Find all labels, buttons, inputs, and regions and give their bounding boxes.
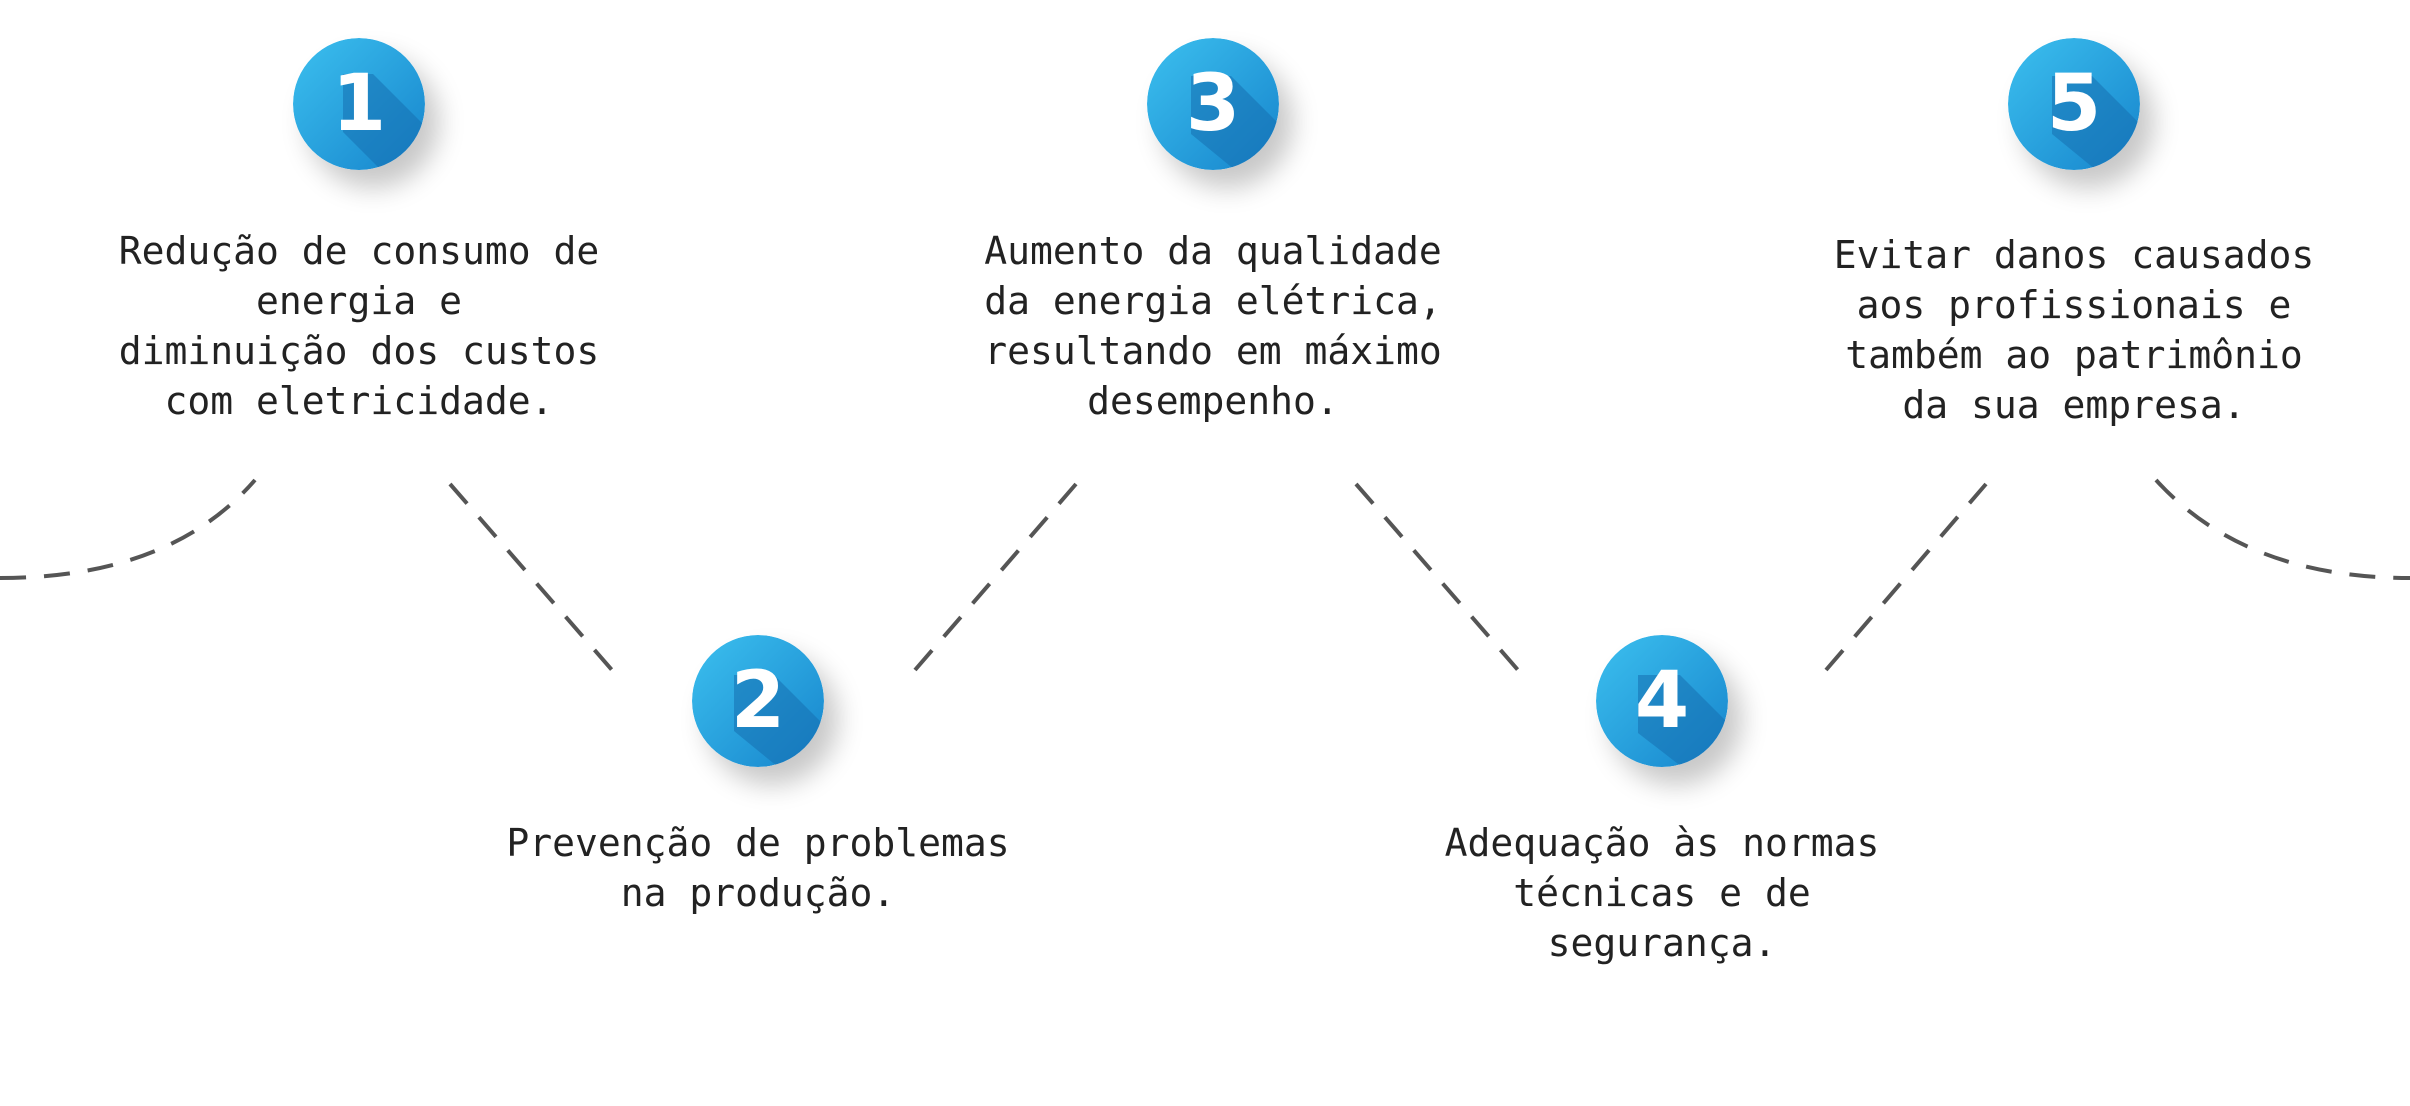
connector-left-edge xyxy=(0,478,257,580)
connector-2-3 xyxy=(913,482,1078,672)
step-number-4: 4 xyxy=(1634,656,1690,746)
step-number-3: 3 xyxy=(1185,59,1241,149)
step-text-5: Evitar danos causados aos profissionais … xyxy=(1833,233,2315,427)
connector-4-5 xyxy=(1824,482,1988,672)
step-number-5: 5 xyxy=(2046,59,2102,149)
step-text-3: Aumento da qualidade da energia elétrica… xyxy=(984,229,1442,423)
step-badge-4: 4 xyxy=(1596,635,1728,767)
step-badge-3: 3 xyxy=(1147,38,1279,170)
step-number-2: 2 xyxy=(730,656,786,746)
connector-right-edge xyxy=(2154,478,2410,580)
step-text-4: Adequação às normas técnicas e de segura… xyxy=(1444,821,1880,965)
step-text-2: Prevenção de problemas na produção. xyxy=(506,821,1010,915)
step-badge-1: 1 xyxy=(293,38,425,170)
step-number-1: 1 xyxy=(331,59,387,149)
step-text-1: Redução de consumo de energia e diminuiç… xyxy=(118,229,600,423)
step-badge-2: 2 xyxy=(692,635,824,767)
connector-1-2 xyxy=(448,482,614,672)
connector-3-4 xyxy=(1354,482,1520,672)
step-badge-5: 5 xyxy=(2008,38,2140,170)
